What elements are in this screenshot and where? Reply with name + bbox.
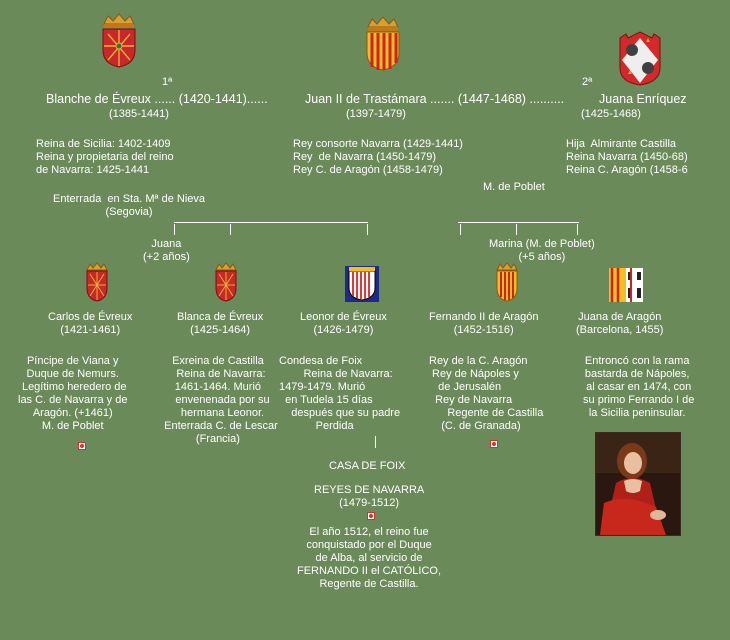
tick-fernando: [460, 224, 461, 235]
leonor-foix-crest-icon: [345, 266, 379, 302]
fernando-bio: Rey de la C. Aragón Rey de Nápoles y de …: [429, 355, 544, 432]
fernando-crest-icon: [496, 262, 518, 302]
juana-ar-bio: Entroncó con la rama bastarda de Nápoles…: [583, 355, 695, 419]
juan-burial: M. de Poblet: [483, 181, 545, 193]
blanche-years: (1385-1441): [109, 108, 169, 120]
leonor-note: El año 1512, el reino fue conquistado po…: [297, 526, 442, 590]
juana-enriquez-crest-icon: [619, 31, 661, 86]
juan-years: (1397-1479): [346, 108, 406, 120]
blanche-name-line: Blanche de Évreux ...... (1420-1441)....…: [46, 92, 268, 106]
blanca-bio: Exreina de Castilla Reina de Navarra: 14…: [164, 355, 278, 445]
blanca-crest-icon: [215, 262, 237, 302]
leonor-marker-icon: [367, 512, 375, 520]
blanche-burial: Enterrada en Sta. Mª de Nieva (Segovia): [53, 193, 206, 218]
blanche-navarra-crest-icon: [102, 13, 136, 68]
juan-titles: Rey consorte Navarra (1429-1441) Rey de …: [293, 138, 463, 176]
tick-marina: [516, 224, 517, 235]
blanca-name: Blanca de Évreux (1425-1464): [177, 311, 264, 336]
juana-aragon-portrait-image: [595, 432, 681, 536]
fernando-marker-icon: [490, 440, 498, 448]
leonor-bio: Condesa de Foix Reina de Navarra: 1479-1…: [279, 355, 401, 432]
carlos-marker-icon: [78, 442, 86, 450]
juana-aragon-crest-icon: [609, 268, 643, 302]
leonor-name: Leonor de Évreux (1426-1479): [300, 311, 387, 336]
first-marriage-connector: [174, 222, 368, 223]
juan-name-line: Juan II de Trastámara ....... (1447-1468…: [305, 92, 565, 106]
second-marriage-connector: [458, 222, 579, 223]
juana-ar-name: Juana de Aragón (Barcelona, 1455): [576, 311, 664, 336]
leonor-kings: REYES DE NAVARRA (1479-1512): [314, 484, 425, 509]
carlos-bio: Píncipe de Viana y Duque de Nemurs. Legí…: [18, 355, 128, 432]
tick-leonor: [367, 224, 368, 235]
first-group-label: Juana (+2 años): [143, 238, 190, 263]
blanche-marriage-number: 1ª: [162, 76, 173, 88]
tick-blanca: [230, 224, 231, 235]
juana-years: (1425-1468): [581, 108, 641, 120]
tick-juana-ar: [577, 224, 578, 235]
juana-name-line: Juana Enríquez: [599, 92, 687, 106]
second-group-label: Marina (M. de Poblet) (+5 años): [489, 238, 595, 263]
leonor-house: CASA DE FOIX: [329, 460, 406, 472]
blanche-titles: Reina de Sicilia: 1402-1409 Reina y prop…: [36, 138, 174, 176]
juan-aragon-crest-icon: [366, 16, 400, 71]
fernando-name: Fernando II de Aragón (1452-1516): [429, 311, 539, 336]
juana-titles: Hija Almirante Castilla Reina Navarra (1…: [566, 138, 688, 176]
carlos-name: Carlos de Évreux (1421-1461): [48, 311, 133, 336]
tick-carlos: [174, 224, 175, 235]
juana-marriage-number: 2ª: [582, 76, 593, 88]
leonor-descent-line: [375, 436, 376, 448]
carlos-crest-icon: [86, 262, 108, 302]
